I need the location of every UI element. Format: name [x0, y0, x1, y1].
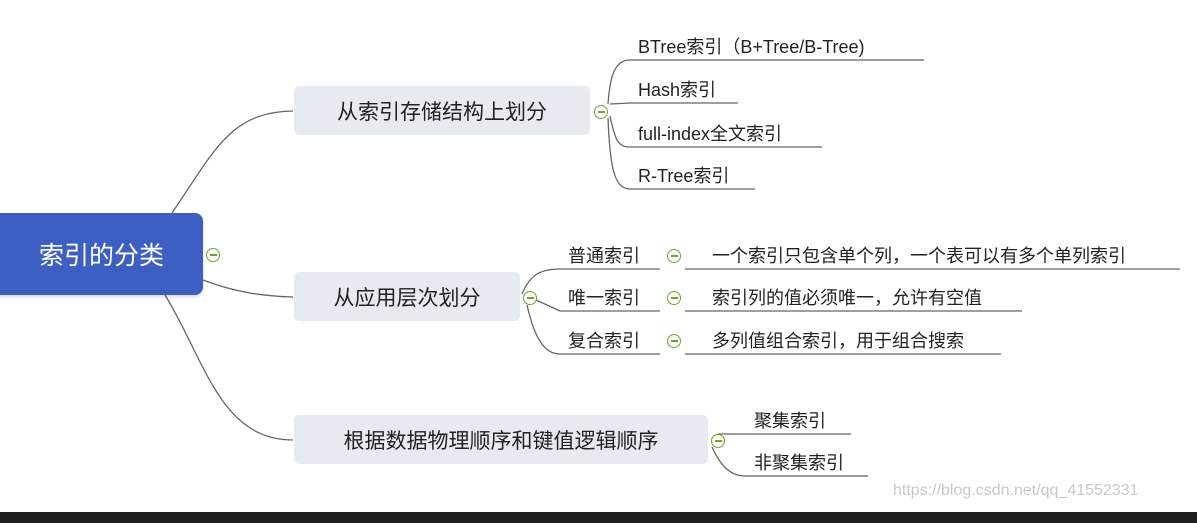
connector-b2-c1: [521, 268, 660, 295]
detail-normal-index[interactable]: 一个索引只包含单个列，一个表可以有多个单列索引: [712, 246, 1126, 266]
composite-index-collapse-icon[interactable]: [667, 334, 681, 348]
leaf-normal-index[interactable]: 普通索引: [568, 246, 640, 266]
branch2-collapse-icon[interactable]: [523, 291, 537, 305]
branch-storage-structure[interactable]: 从索引存储结构上划分: [294, 86, 590, 135]
branch1-collapse-icon[interactable]: [594, 105, 608, 119]
branch-physical-logical-order[interactable]: 根据数据物理顺序和键值逻辑顺序: [294, 415, 708, 464]
connector-root-branch3: [164, 294, 294, 441]
leaf-fulltext[interactable]: full-index全文索引: [638, 124, 783, 144]
connector-b2-c3: [526, 304, 660, 355]
detail-composite-index[interactable]: 多列值组合索引，用于组合搜索: [712, 331, 964, 351]
connector-root-branch1: [171, 110, 294, 214]
connector-b1-c2: [609, 102, 738, 105]
unique-index-collapse-icon[interactable]: [667, 291, 681, 305]
branch-label: 根据数据物理顺序和键值逻辑顺序: [343, 429, 659, 453]
leaf-clustered-index[interactable]: 聚集索引: [754, 411, 826, 431]
leaf-nonclustered-index[interactable]: 非聚集索引: [754, 453, 844, 473]
connector-b3-c2: [711, 446, 868, 477]
root-label: 索引的分类: [38, 242, 164, 270]
root-collapse-icon[interactable]: [206, 248, 220, 262]
bottom-bar: [0, 512, 1197, 523]
branch3-collapse-icon[interactable]: [711, 434, 725, 448]
leaf-composite-index[interactable]: 复合索引: [568, 331, 640, 351]
connector-b1-c3: [609, 115, 822, 148]
leaf-unique-index[interactable]: 唯一索引: [568, 288, 640, 308]
connector-b1-c4: [607, 117, 755, 190]
leaf-btree[interactable]: BTree索引（B+Tree/B-Tree): [638, 37, 865, 57]
leaf-hash[interactable]: Hash索引: [638, 80, 717, 100]
connector-b1-c1: [607, 59, 924, 105]
connector-b2-c2: [535, 299, 660, 312]
branch-label: 从索引存储结构上划分: [337, 100, 547, 124]
connector-root-branch2: [202, 279, 294, 298]
detail-unique-index[interactable]: 索引列的值必须唯一，允许有空值: [712, 288, 982, 308]
branch-label: 从应用层次划分: [333, 286, 481, 310]
root-node[interactable]: 索引的分类: [0, 213, 203, 295]
leaf-rtree[interactable]: R-Tree索引: [638, 166, 730, 186]
watermark: https://blog.csdn.net/qq_41552331: [893, 482, 1139, 499]
normal-index-collapse-icon[interactable]: [667, 249, 681, 263]
branch-application-level[interactable]: 从应用层次划分: [294, 272, 520, 321]
